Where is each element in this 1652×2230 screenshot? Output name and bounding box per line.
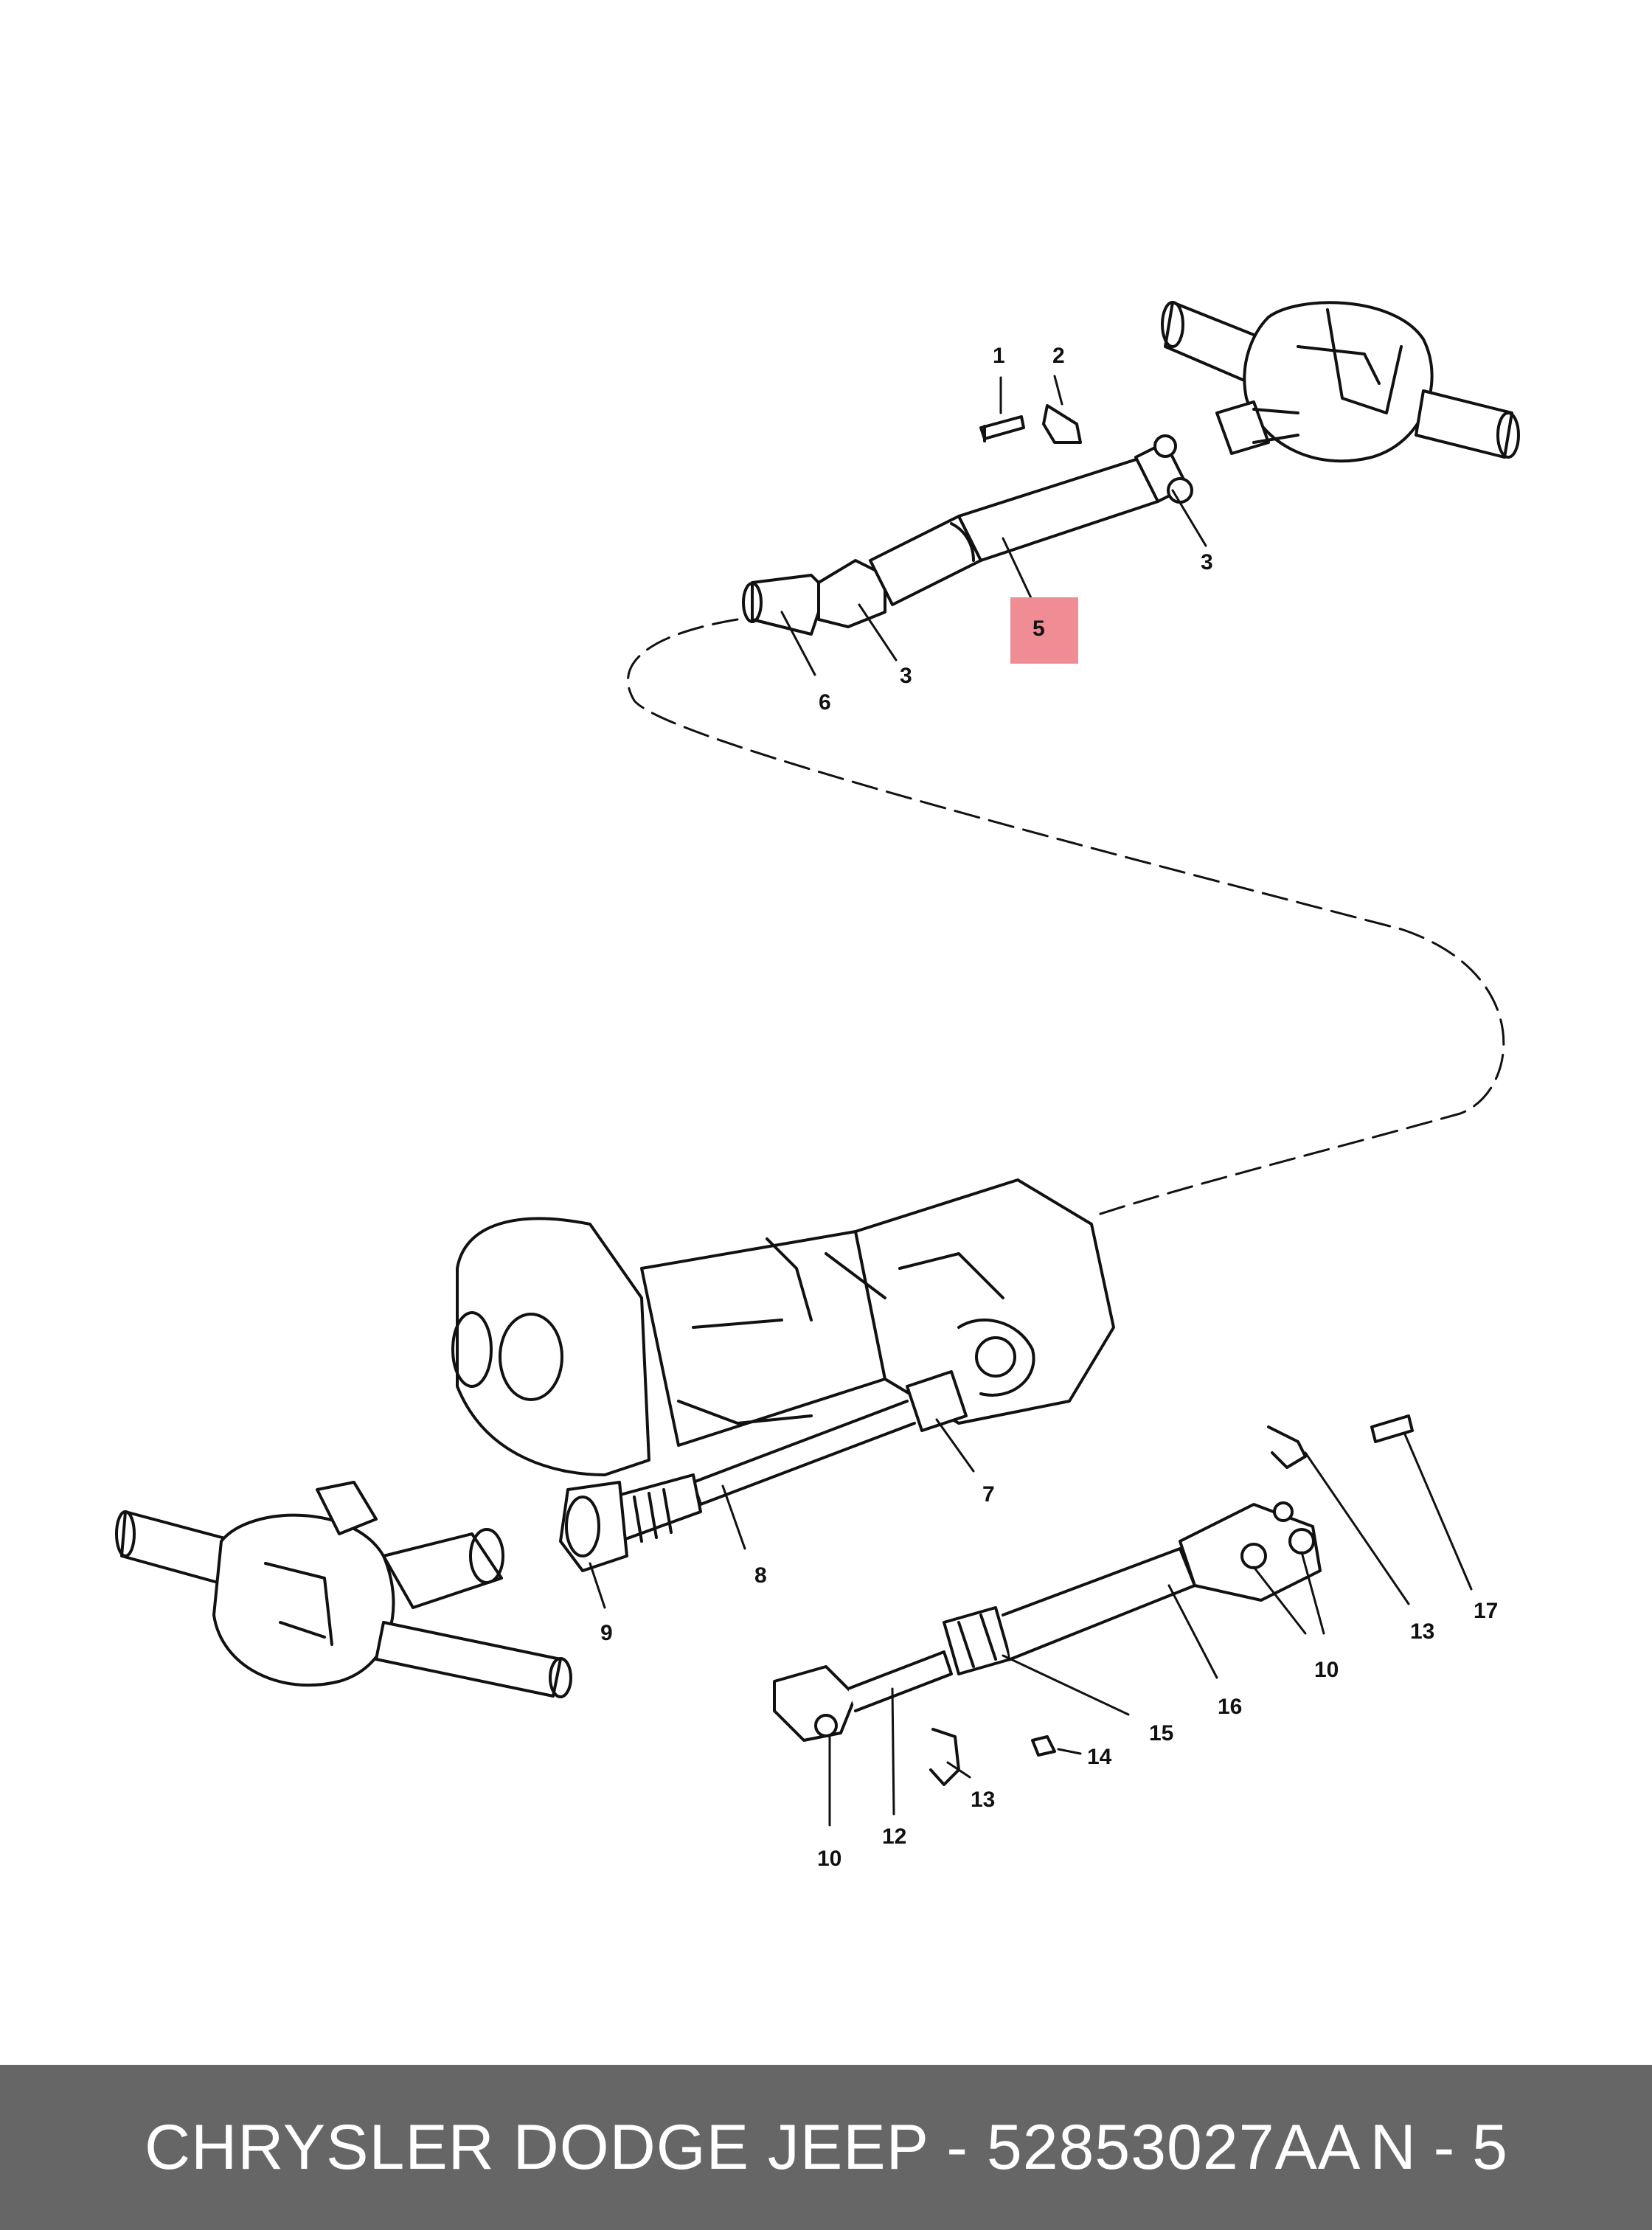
bolt-part-1: [979, 415, 1025, 442]
front-axle-assembly: [115, 1481, 572, 1698]
callout-17: 17: [1474, 1599, 1498, 1623]
highlight-box-part-5: [1010, 597, 1078, 664]
callout-5: 5: [1032, 616, 1045, 641]
rear-propeller-shaft: [742, 434, 1193, 636]
callout-12: 12: [882, 1824, 906, 1849]
strap-part-13-lower: [929, 1728, 960, 1786]
rear-axle-assembly: [1161, 301, 1520, 463]
dashed-route-line: [627, 618, 1505, 1218]
callout-6: 6: [819, 690, 831, 715]
callout-13-right: 13: [1410, 1619, 1434, 1644]
callout-15: 15: [1149, 1721, 1173, 1746]
transmission-assembly: [451, 1178, 1115, 1476]
callout-2: 2: [1052, 344, 1065, 368]
callout-3-upper: 3: [1201, 550, 1213, 574]
bolt-part-17: [1370, 1414, 1414, 1443]
footer-bar: CHRYSLER DODGE JEEP - 52853027AA N - 5: [0, 2065, 1652, 2230]
callout-3-lower: 3: [900, 664, 912, 688]
callout-16: 16: [1218, 1695, 1242, 1719]
callout-8: 8: [754, 1563, 767, 1588]
footer-page-number: N - 5: [1370, 2112, 1507, 2183]
bolt-part-14: [1031, 1735, 1056, 1757]
callout-10-right: 10: [1314, 1658, 1339, 1682]
callout-14: 14: [1087, 1745, 1112, 1769]
strap-part-2: [1042, 404, 1082, 444]
callout-7: 7: [982, 1482, 995, 1507]
footer-part-title: CHRYSLER DODGE JEEP - 52853027AA: [145, 2112, 1361, 2183]
callout-1: 1: [993, 344, 1005, 368]
strap-part-13-upper: [1267, 1425, 1307, 1469]
callout-13-lower: 13: [971, 1788, 995, 1812]
front-propeller-shaft: [559, 1370, 968, 1572]
driveshaft-parts-diagram: 1 2 3 3 5 6 7 8 9 10 10 12 13 13 14 15 1…: [115, 301, 1520, 1871]
callout-10-left: 10: [817, 1847, 841, 1871]
callout-9: 9: [600, 1621, 613, 1645]
leader-lines: [589, 375, 1473, 1827]
lower-propeller-shaft: [773, 1414, 1414, 1786]
